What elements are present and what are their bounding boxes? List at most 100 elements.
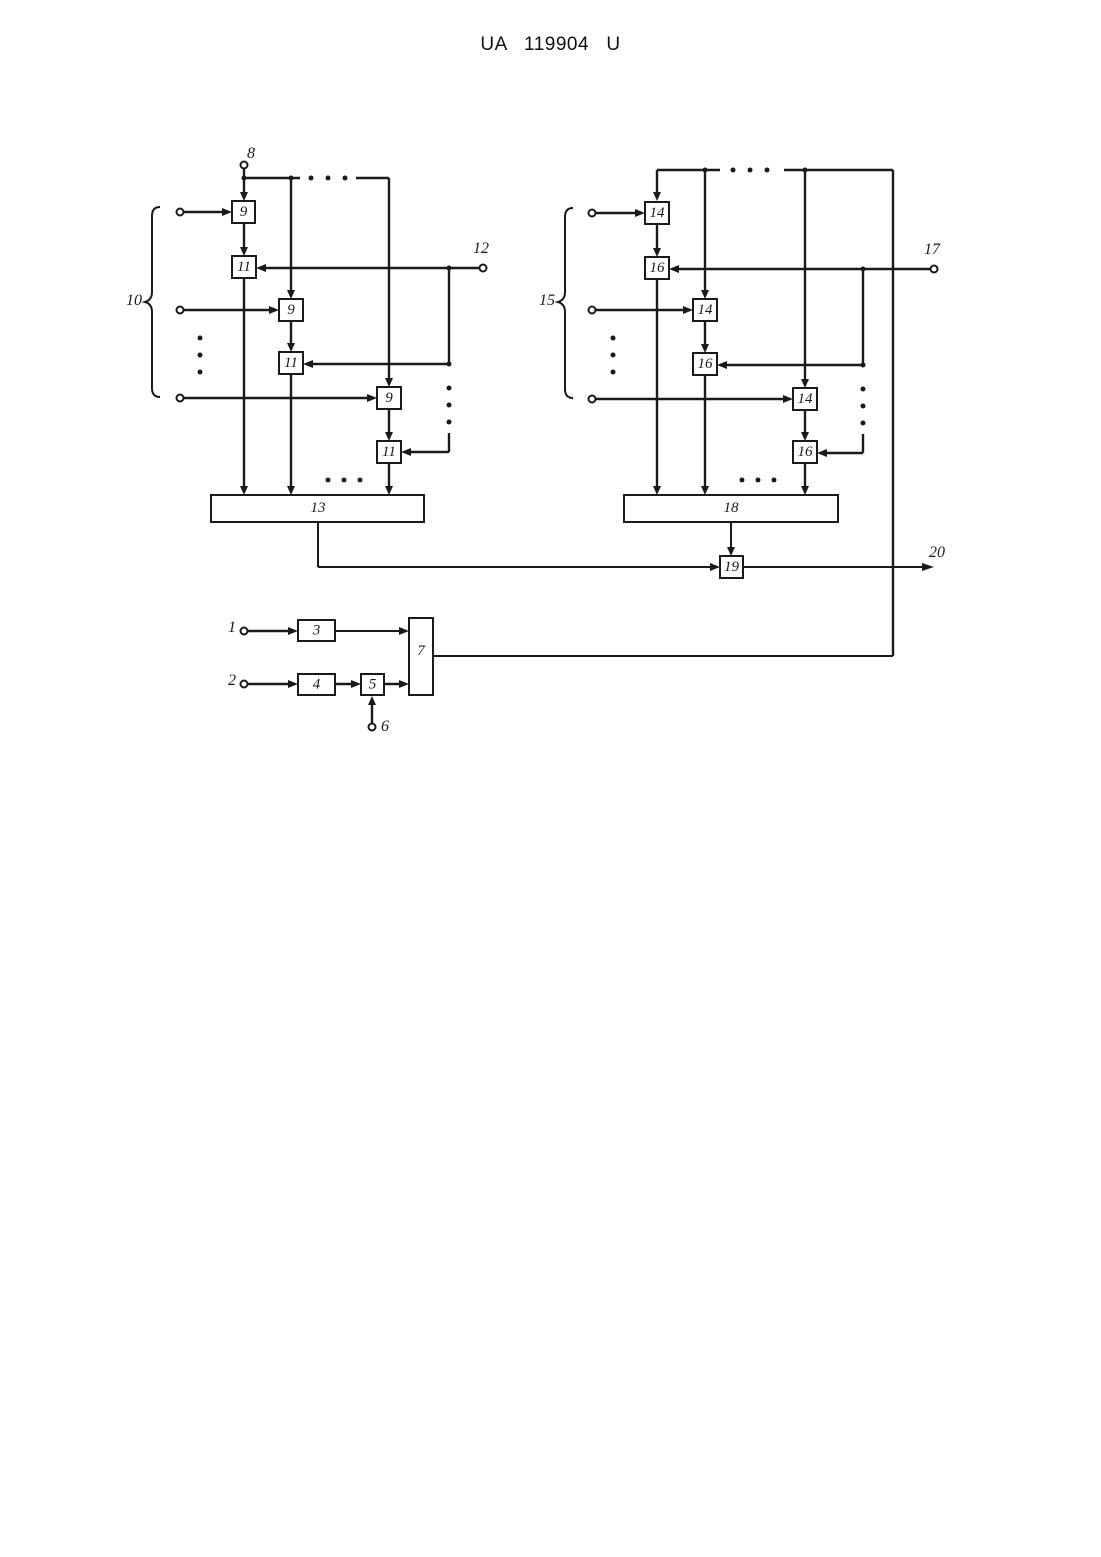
arrow — [240, 247, 248, 256]
terminal-8 — [241, 162, 248, 169]
arrow — [287, 290, 295, 299]
ellipsis-dot — [342, 478, 347, 483]
label-17: 17 — [924, 241, 941, 258]
block-11-label: 11 — [382, 444, 396, 460]
arrow — [385, 432, 393, 441]
block-9-label: 9 — [240, 204, 248, 220]
block-16-label: 16 — [798, 444, 814, 460]
arrow — [401, 448, 411, 456]
ellipsis-dot — [731, 168, 736, 173]
terminal-17 — [931, 266, 938, 273]
block-14-label: 14 — [698, 302, 714, 318]
ellipsis-dot — [447, 420, 452, 425]
arrow — [801, 432, 809, 441]
ellipsis-dot — [447, 386, 452, 391]
arrow — [287, 486, 295, 495]
ellipsis-dot — [198, 370, 203, 375]
label-20: 20 — [929, 544, 945, 561]
ellipsis-dot — [611, 370, 616, 375]
arrow — [288, 680, 298, 688]
block-4-label: 4 — [313, 677, 321, 693]
arrow — [635, 209, 645, 217]
ellipsis-dot — [309, 176, 314, 181]
arrow — [288, 627, 298, 635]
block-9-label: 9 — [385, 390, 393, 406]
label-10: 10 — [126, 292, 142, 309]
arrow — [710, 563, 720, 571]
ellipsis-dot — [861, 421, 866, 426]
arrow — [240, 486, 248, 495]
block-19-label: 19 — [724, 559, 740, 575]
block-16-label: 16 — [698, 356, 714, 372]
arrow — [240, 192, 248, 201]
arrow — [701, 344, 709, 353]
arrow — [269, 306, 279, 314]
ellipsis-dot — [861, 404, 866, 409]
arrow — [653, 486, 661, 495]
arrow — [701, 486, 709, 495]
block-18-label: 18 — [724, 500, 740, 516]
arrow — [653, 192, 661, 201]
block-14-label: 14 — [650, 205, 666, 221]
label-12: 12 — [473, 240, 489, 257]
input-terminal — [177, 395, 184, 402]
arrow — [399, 680, 409, 688]
arrow — [669, 265, 679, 273]
ellipsis-dot — [748, 168, 753, 173]
arrow — [727, 547, 735, 556]
arrow — [399, 627, 409, 635]
input-terminal — [177, 307, 184, 314]
arrow — [783, 395, 793, 403]
block-11-label: 11 — [237, 259, 251, 275]
control-stage: 1 3 2 4 5 6 7 — [228, 618, 893, 735]
output-arrow — [922, 563, 934, 571]
block-9-label: 9 — [287, 302, 295, 318]
arrow — [287, 343, 295, 352]
ellipsis-dot — [772, 478, 777, 483]
input-terminal — [589, 210, 596, 217]
label-15: 15 — [539, 292, 555, 309]
ellipsis-dot — [765, 168, 770, 173]
block-3-label: 3 — [312, 623, 321, 639]
block-11-label: 11 — [284, 355, 298, 371]
block-5-label: 5 — [369, 677, 377, 693]
arrow — [683, 306, 693, 314]
terminal-2 — [241, 681, 248, 688]
arrow — [385, 378, 393, 387]
block-13-label: 13 — [311, 500, 326, 516]
terminal-12 — [480, 265, 487, 272]
ellipsis-dot — [326, 478, 331, 483]
terminal-6 — [369, 724, 376, 731]
arrow — [351, 680, 361, 688]
ellipsis-dot — [861, 387, 866, 392]
ellipsis-dot — [447, 403, 452, 408]
ellipsis-dot — [358, 478, 363, 483]
arrow — [256, 264, 266, 272]
ellipsis-dot — [198, 353, 203, 358]
arrow — [368, 696, 376, 705]
arrow — [303, 360, 313, 368]
arrow — [801, 379, 809, 388]
arrow — [801, 486, 809, 495]
brace — [558, 208, 573, 398]
terminal-1 — [241, 628, 248, 635]
junction — [242, 176, 247, 181]
ellipsis-dot — [611, 336, 616, 341]
block-14-label: 14 — [798, 391, 814, 407]
label-1: 1 — [228, 619, 236, 636]
ellipsis-dot — [343, 176, 348, 181]
block-16-label: 16 — [650, 260, 666, 276]
ellipsis-dot — [326, 176, 331, 181]
left-group: 8 9 11 9 11 — [126, 145, 489, 522]
right-group: 14 16 14 16 14 16 — [539, 168, 941, 657]
arrow — [717, 361, 727, 369]
input-terminal — [177, 209, 184, 216]
ellipsis-dot — [740, 478, 745, 483]
arrow — [222, 208, 232, 216]
label-8: 8 — [247, 145, 255, 162]
ellipsis-dot — [198, 336, 203, 341]
arrow — [817, 449, 827, 457]
brace — [145, 207, 160, 397]
arrow — [701, 290, 709, 299]
